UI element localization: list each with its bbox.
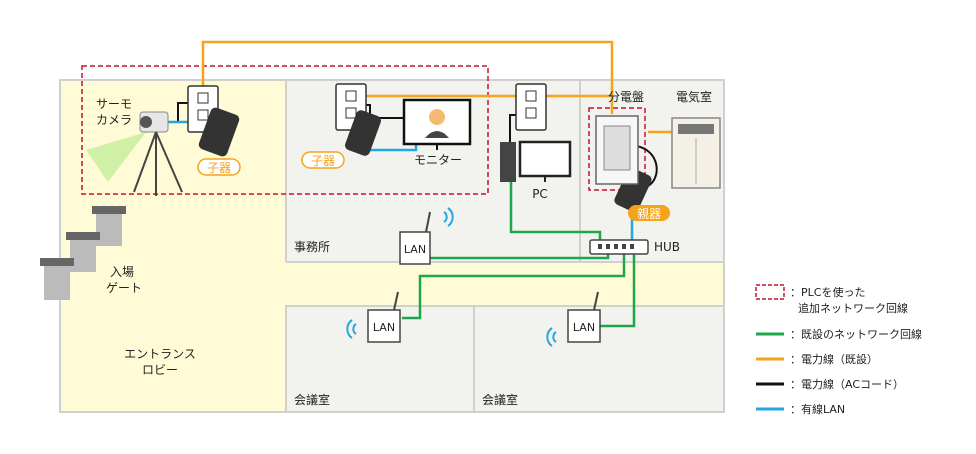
net-meeting2-lan (598, 252, 636, 328)
wifi-icon-office (443, 207, 454, 227)
legend-plc-swatch (755, 284, 785, 300)
label-office: 事務所 (294, 240, 330, 254)
label-electric-room: 電気室 (676, 89, 712, 104)
lan-ap-meeting-1-icon (367, 291, 401, 343)
label-thermo-camera-1: サーモ (96, 97, 132, 111)
outlet-pc (515, 83, 547, 131)
plc-slave-1-icon (198, 107, 240, 157)
plc-master-icon (614, 168, 652, 212)
label-gate-2: ゲート (106, 281, 142, 295)
legend-ac-text: ：電力線（ACコード） (790, 377, 904, 391)
slave-1-tag (197, 158, 241, 176)
label-thermo-camera-2: カメラ (96, 113, 132, 127)
power-lines-existing (201, 40, 672, 134)
legend-plc-text-2: 追加ネットワーク回線 (798, 301, 908, 315)
label-master: 親器 (637, 207, 661, 221)
label-lan-meeting-2: LAN (573, 321, 595, 334)
lan-ap-meeting-2-icon (567, 291, 601, 343)
distribution-board-icon (595, 115, 639, 185)
power-line-top (201, 40, 614, 114)
label-meeting-room-1: 会議室 (294, 392, 330, 407)
master-tag (628, 205, 670, 221)
monitor-icon (402, 98, 472, 150)
label-lobby-2: ロビー (142, 363, 178, 377)
net-pc-hub (509, 180, 602, 245)
label-pc: PC (532, 187, 548, 201)
outer-wall (59, 79, 725, 413)
hub-icon (589, 239, 649, 255)
net-meeting1-lan (402, 252, 626, 320)
ac-master (635, 145, 658, 187)
legend: ：PLCを使った 追加ネットワーク回線 ：既設のネットワーク回線 ：電力線（既設… (755, 284, 922, 416)
pc-icon (500, 140, 572, 182)
legend-plc-text-1: ：PLCを使った (790, 286, 865, 299)
legend-power-text: ：電力線（既設） (790, 352, 878, 366)
label-slave-2: 子器 (311, 154, 335, 168)
label-monitor: モニター (414, 153, 462, 167)
legend-lan-text: ：有線LAN (790, 402, 845, 416)
label-hub: HUB (654, 240, 680, 254)
electric-cabinet-icon (671, 117, 721, 189)
wifi-icon-meeting-2 (546, 327, 557, 347)
slave-2-tag (301, 151, 345, 169)
label-lan-office: LAN (404, 243, 426, 256)
label-slave-1: 子器 (207, 161, 231, 175)
wifi-icon-meeting-1 (346, 319, 357, 339)
wifi-icons (346, 207, 557, 347)
thermo-camera-icon (86, 111, 183, 196)
entrance-gate-icon (40, 206, 126, 300)
corridor (286, 262, 724, 306)
legend-network-text: ：既設のネットワーク回線 (790, 327, 922, 341)
plc-area-box (81, 65, 489, 195)
label-meeting-room-2: 会議室 (482, 392, 518, 407)
label-lan-meeting-1: LAN (373, 321, 395, 334)
lan-ap-office-icon (399, 211, 431, 265)
label-gate-1: 入場 (110, 265, 134, 279)
plc-slave-2-icon (345, 110, 381, 156)
label-lobby-1: エントランス (124, 347, 196, 361)
label-distribution-board: 分電盤 (608, 90, 644, 104)
